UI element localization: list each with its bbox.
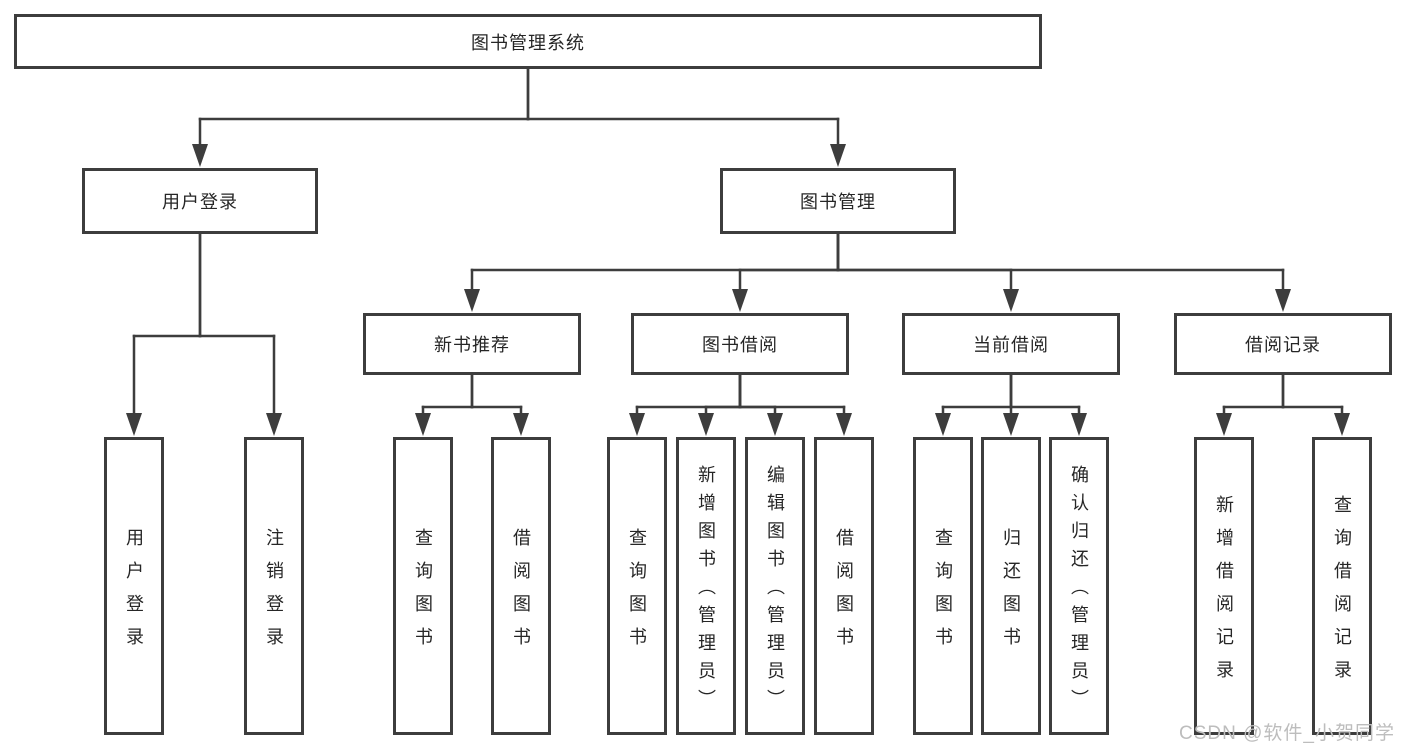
node-leaf-confirm-return-admin-label: 确认归还（管理员） [1069, 465, 1089, 717]
node-leaf-edit-books-admin-label: 编辑图书（管理员） [765, 465, 785, 717]
node-current-borrowing-label: 当前借阅 [973, 335, 1049, 355]
node-leaf-add-borrow-record: 新增借阅记录 [1194, 437, 1254, 735]
node-leaf-edit-books-admin: 编辑图书（管理员） [745, 437, 805, 735]
node-book-borrowing: 图书借阅 [631, 313, 849, 375]
node-book-management-label: 图书管理 [800, 192, 876, 212]
node-leaf-query-books-current-label: 查询图书 [933, 527, 953, 660]
node-new-book-recommend: 新书推荐 [363, 313, 581, 375]
node-leaf-query-books-borrow-label: 查询图书 [627, 527, 647, 660]
node-borrowing-records: 借阅记录 [1174, 313, 1392, 375]
node-leaf-user-login: 用户登录 [104, 437, 164, 735]
node-leaf-borrow-books-recommend: 借阅图书 [491, 437, 551, 735]
node-library-management-system-label: 图书管理系统 [471, 32, 585, 53]
node-borrowing-records-label: 借阅记录 [1245, 335, 1321, 355]
node-leaf-borrow-books: 借阅图书 [814, 437, 874, 735]
node-leaf-borrow-books-recommend-label: 借阅图书 [511, 527, 531, 660]
node-current-borrowing: 当前借阅 [902, 313, 1120, 375]
node-leaf-logout-label: 注销登录 [264, 527, 284, 660]
node-leaf-query-borrow-record: 查询借阅记录 [1312, 437, 1372, 735]
node-book-borrowing-label: 图书借阅 [702, 335, 778, 355]
node-leaf-query-books-current: 查询图书 [913, 437, 973, 735]
node-leaf-query-books-recommend-label: 查询图书 [413, 527, 433, 660]
node-leaf-borrow-books-label: 借阅图书 [834, 527, 854, 660]
node-user-login: 用户登录 [82, 168, 318, 234]
node-leaf-query-books-recommend: 查询图书 [393, 437, 453, 735]
node-leaf-return-books: 归还图书 [981, 437, 1041, 735]
node-new-book-recommend-label: 新书推荐 [434, 335, 510, 355]
node-leaf-user-login-label: 用户登录 [124, 527, 144, 660]
node-leaf-return-books-label: 归还图书 [1001, 527, 1021, 660]
node-user-login-label: 用户登录 [162, 192, 238, 212]
node-leaf-add-books-admin-label: 新增图书（管理员） [696, 465, 716, 717]
node-leaf-confirm-return-admin: 确认归还（管理员） [1049, 437, 1109, 735]
node-leaf-query-books-borrow: 查询图书 [607, 437, 667, 735]
node-leaf-add-borrow-record-label: 新增借阅记录 [1214, 494, 1234, 693]
node-library-management-system: 图书管理系统 [14, 14, 1042, 69]
node-leaf-logout: 注销登录 [244, 437, 304, 735]
node-leaf-add-books-admin: 新增图书（管理员） [676, 437, 736, 735]
node-book-management: 图书管理 [720, 168, 956, 234]
node-leaf-query-borrow-record-label: 查询借阅记录 [1332, 494, 1352, 693]
csdn-watermark: CSDN @软件_小贺同学 [1179, 723, 1395, 744]
